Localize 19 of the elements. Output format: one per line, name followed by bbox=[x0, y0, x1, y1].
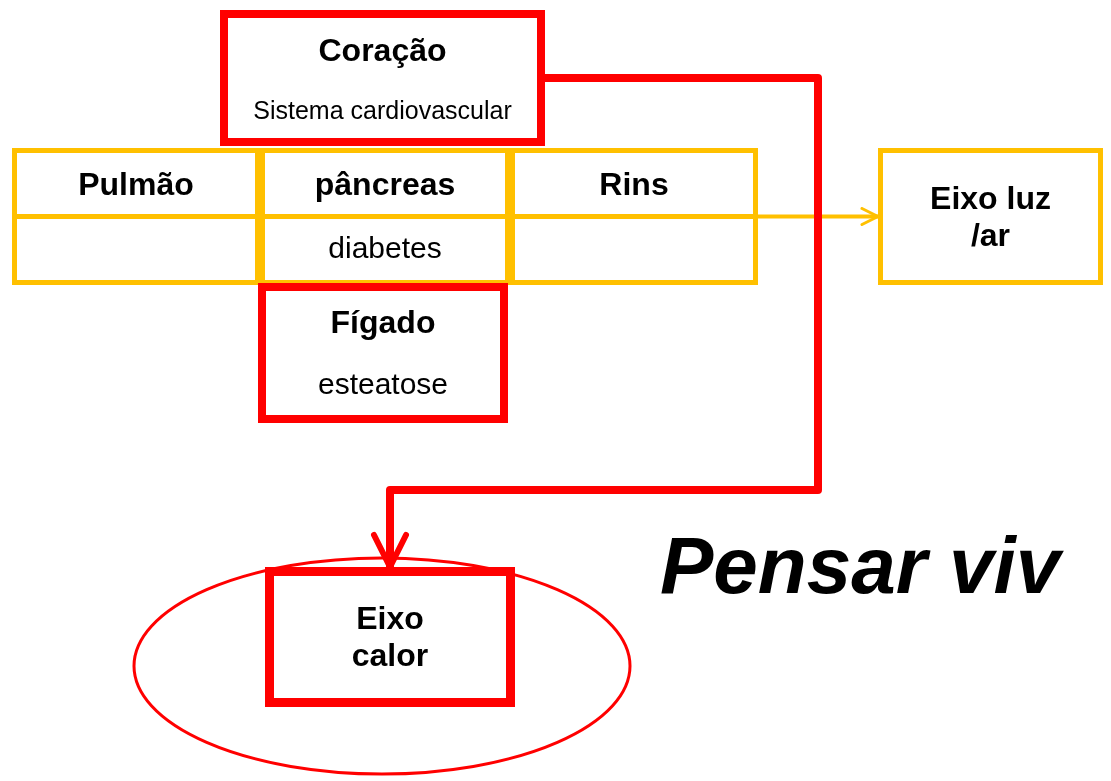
organ-name: Fígado bbox=[330, 304, 436, 341]
organ-name: Eixo luz /ar bbox=[929, 179, 1052, 254]
axis-box bbox=[878, 148, 1103, 285]
organ-name: Coração bbox=[318, 31, 447, 69]
arrow bbox=[758, 207, 880, 226]
organ-box bbox=[220, 10, 545, 146]
condition-text: diabetes bbox=[328, 231, 442, 266]
organ-name: pâncreas bbox=[314, 166, 456, 204]
organ-name: Rins bbox=[599, 166, 669, 204]
organ-box bbox=[12, 148, 260, 285]
condition-text: Sistema cardiovascular bbox=[253, 95, 512, 125]
organ-box bbox=[510, 148, 758, 285]
organ-box bbox=[258, 283, 508, 423]
condition-text: esteatose bbox=[317, 367, 449, 402]
organ-name: Pulmão bbox=[78, 166, 194, 204]
axis-box bbox=[265, 567, 515, 707]
ellipse-outline bbox=[132, 556, 632, 776]
organ-name: Eixo calor bbox=[350, 600, 430, 674]
arrow bbox=[371, 74, 822, 570]
